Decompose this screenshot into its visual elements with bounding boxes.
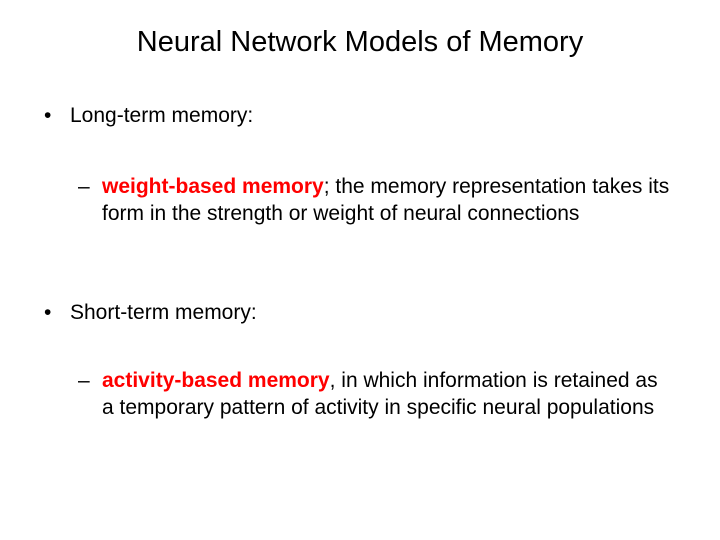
sub-bullet-marker: –: [78, 175, 90, 198]
bullet-marker: •: [44, 104, 52, 127]
bullet-heading: Short-term memory:: [70, 301, 257, 324]
term-description: , in which information is retained as a …: [102, 369, 658, 419]
sub-bullet-text: weight-based memory; the memory represen…: [102, 173, 672, 227]
term-description: ; the memory representation takes its fo…: [102, 175, 670, 225]
highlighted-term: weight-based memory: [102, 175, 324, 198]
slide-title: Neural Network Models of Memory: [136, 26, 584, 58]
sub-bullet-text: activity-based memory, in which informat…: [102, 367, 672, 421]
bullet-heading: Long-term memory:: [70, 104, 254, 127]
bullet-marker: •: [44, 301, 52, 324]
sub-bullet-marker: –: [78, 369, 90, 392]
highlighted-term: activity-based memory: [102, 369, 330, 392]
